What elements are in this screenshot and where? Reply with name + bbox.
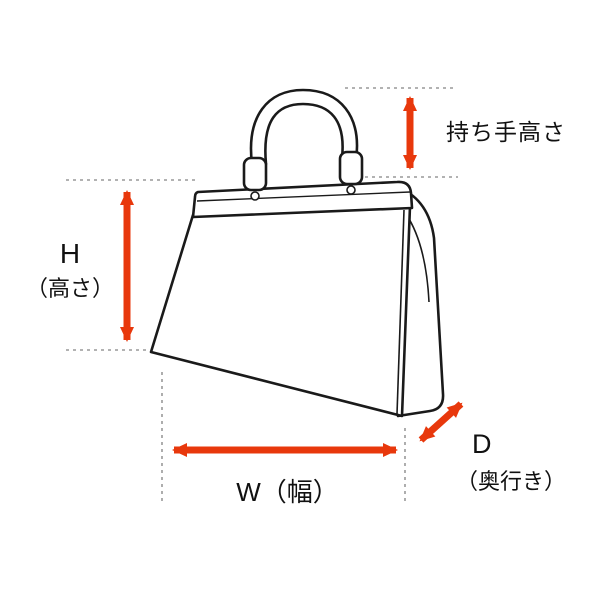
depth-label-paren: （奥行き）: [456, 468, 567, 494]
width-label: W（幅）: [236, 477, 339, 507]
bag-frame: [191, 180, 414, 219]
depth-label: D （奥行き）: [456, 428, 566, 495]
guide-lines: [66, 87, 458, 505]
bag-front-panel: [149, 204, 412, 418]
bag-handle-tab-left: [242, 156, 268, 192]
bag-frame-inner-line: [196, 191, 411, 202]
height-label-letter: H: [59, 238, 81, 269]
bag-handle-tab-right: [338, 150, 364, 186]
bag-handle: [249, 88, 359, 166]
height-label: H （高さ）: [20, 236, 120, 303]
handle-height-label: 持ち手高さ: [446, 119, 566, 145]
bag-illustration: [149, 88, 445, 418]
height-label-paren: （高さ）: [25, 276, 114, 301]
bag-front-edge-line: [396, 209, 405, 415]
depth-arrow: [418, 401, 464, 443]
dimension-arrows: [120, 96, 464, 457]
bag-rivet-left: [250, 191, 260, 201]
depth-label-letter: D: [472, 429, 492, 459]
bag-rivet-right: [346, 185, 356, 195]
